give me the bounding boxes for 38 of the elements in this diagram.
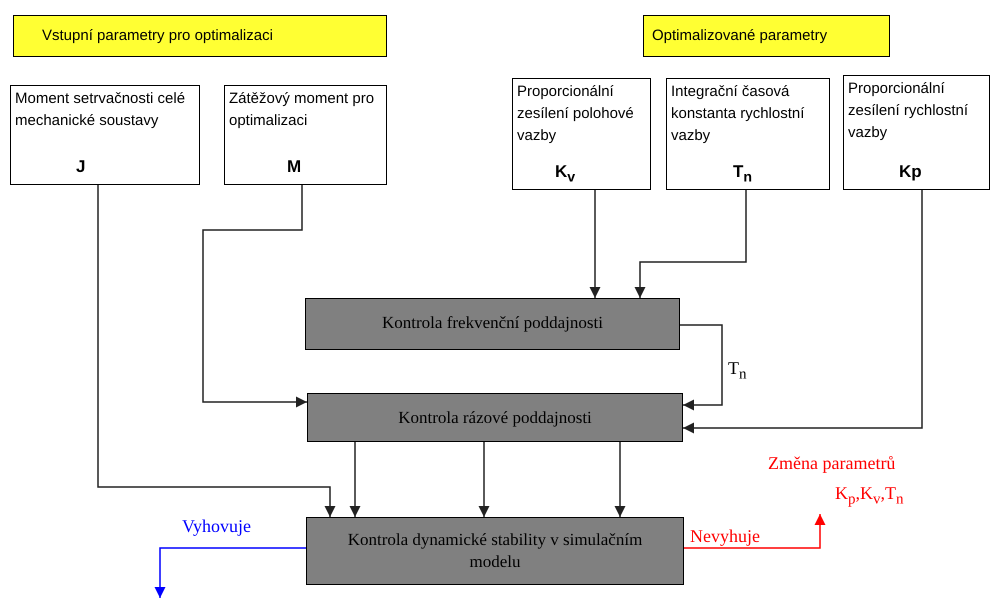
process-label: Kontrola rázové poddajnosti (397, 407, 593, 429)
parameter-description: Proporcionální zesílení polohové vazby (517, 82, 635, 146)
heading-text: Optimalizované parametry (652, 26, 828, 46)
arrow (614, 442, 626, 517)
arrow (680, 324, 723, 410)
note-text: Změna parametrů (768, 452, 896, 474)
parameter-description: Integrační časová konstanta rychlostní vazby (671, 82, 806, 146)
parameter-description: Proporcionální zesílení rychlostní vazby (848, 79, 970, 143)
arrow (202, 185, 307, 408)
process-box (305, 298, 680, 350)
arrow (684, 514, 826, 549)
heading-box (643, 15, 890, 57)
arrow (634, 190, 747, 298)
process-box (307, 393, 683, 442)
parameter-box (843, 75, 990, 190)
parameter-list: K$_{p}$,K$_{v}$,T$_{n}$ (835, 482, 904, 511)
process-label: Kontrola frekvenční poddajnosti (381, 312, 604, 334)
arrow (350, 442, 360, 517)
process-label: Kontrola dynamické stability v simulačním modelu (346, 529, 644, 573)
process-box (306, 517, 684, 585)
parameter-box (10, 85, 200, 185)
parameter-symbol: K$_{v}$ (555, 161, 576, 188)
parameter-symbol: J (76, 156, 86, 178)
arrow (97, 185, 336, 517)
parameter-box (224, 85, 387, 185)
heading-text: Vstupní parametry pro optimalizaci (42, 26, 273, 46)
arrow (590, 190, 600, 298)
parameter-description: Moment setrvačnosti celé mechanické soustavy (15, 89, 186, 131)
parameter-symbol: Kp (899, 161, 922, 183)
parameter-symbol: M (287, 156, 302, 178)
arrow (154, 547, 306, 598)
arrow (478, 442, 490, 517)
heading-box (13, 15, 387, 57)
parameter-box (512, 78, 651, 190)
parameter-symbol: T$_{n}$ (733, 161, 752, 188)
parameter-description: Zátěžový moment pro optimalizaci (229, 89, 376, 131)
arrow (683, 190, 923, 434)
parameter-box (666, 78, 830, 190)
